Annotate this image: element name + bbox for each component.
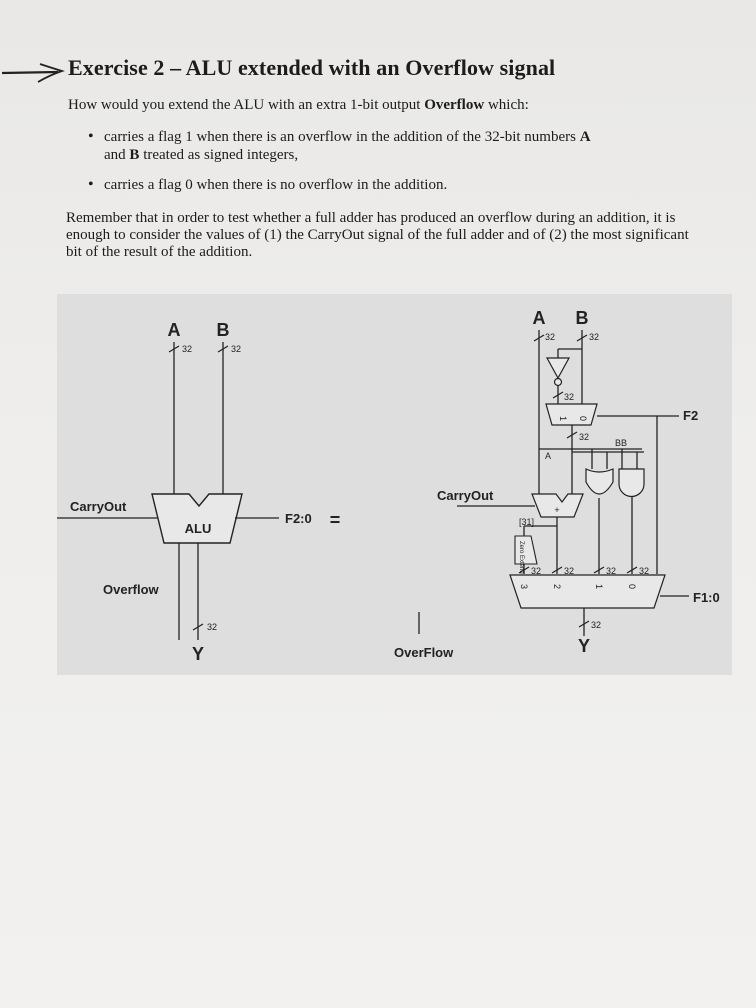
overflow-output-label: OverFlow [394,645,454,660]
alu-block [151,493,243,544]
inverter-gate [545,357,571,380]
equals-sign: = [330,510,341,530]
mux-width-0: 32 [639,566,649,576]
mux-input-0: 0 [578,416,588,421]
alu-input-a-label: A [168,320,181,340]
f2-label: F2 [683,408,698,423]
alu-width-y: 32 [207,622,217,632]
bit31-label: [31] [519,517,534,527]
mux-width-3: 32 [531,566,541,576]
internal-width-a: 32 [545,332,555,342]
hint-paragraph: Remember that in order to test whether a… [66,210,689,260]
mux-width: 32 [579,432,589,442]
internal-input-b-label: B [576,308,589,328]
internal-width-b: 32 [589,332,599,342]
adder-block [531,493,584,518]
condition-list: carries a flag 1 when there is an overfl… [88,128,698,206]
alu-internal-diagram: A B 32 32 32 1 0 F2 32 A BB [394,308,720,660]
f10-label: F1:0 [693,590,720,605]
mux-input-2: 2 [552,584,562,589]
list-item: carries a flag 0 when there is no overfl… [88,176,698,194]
and-gate [618,468,645,498]
internal-carryout-label: CarryOut [437,488,494,503]
mux-width-1: 32 [606,566,616,576]
alu-width-a: 32 [182,344,192,354]
internal-input-a-label: A [533,308,546,328]
mux-input-1: 1 [558,416,568,421]
alu-input-b-label: B [217,320,230,340]
list-item: carries a flag 1 when there is an overfl… [88,128,698,164]
inverter-width: 32 [564,392,574,402]
mux-width-2: 32 [564,566,574,576]
internal-output-y-label: Y [578,636,590,656]
b-mux [545,403,598,426]
or-gate [585,468,614,495]
output-mux [509,574,666,609]
alu-overflow-label: Overflow [103,582,160,597]
zero-extend-label: Zero Extend [518,541,524,574]
zero-extend-block [514,535,538,565]
question-text: How would you extend the ALU with an ext… [68,97,529,113]
alu-symbol-diagram: A B 32 32 ALU CarryOut Overflow 32 Y F2:… [57,320,312,664]
alu-output-y-label: Y [192,644,204,664]
a-bus-label: A [545,451,551,461]
mux-input-0-out: 0 [627,584,637,589]
adder-symbol: + [554,505,559,515]
alu-width-b: 32 [231,344,241,354]
alu-control-label: F2:0 [285,511,312,526]
alu-figure: A B 32 32 ALU CarryOut Overflow 32 Y F2:… [57,294,732,675]
internal-width-y: 32 [591,620,601,630]
alu-label: ALU [185,521,212,536]
mux-input-1-out: 1 [594,584,604,589]
bb-bus-label: BB [615,438,627,448]
exercise-title: Exercise 2 – ALU extended with an Overfl… [68,55,556,80]
alu-carryout-label: CarryOut [70,499,127,514]
hand-drawn-arrow-icon [1,63,65,83]
mux-input-3: 3 [519,584,529,589]
